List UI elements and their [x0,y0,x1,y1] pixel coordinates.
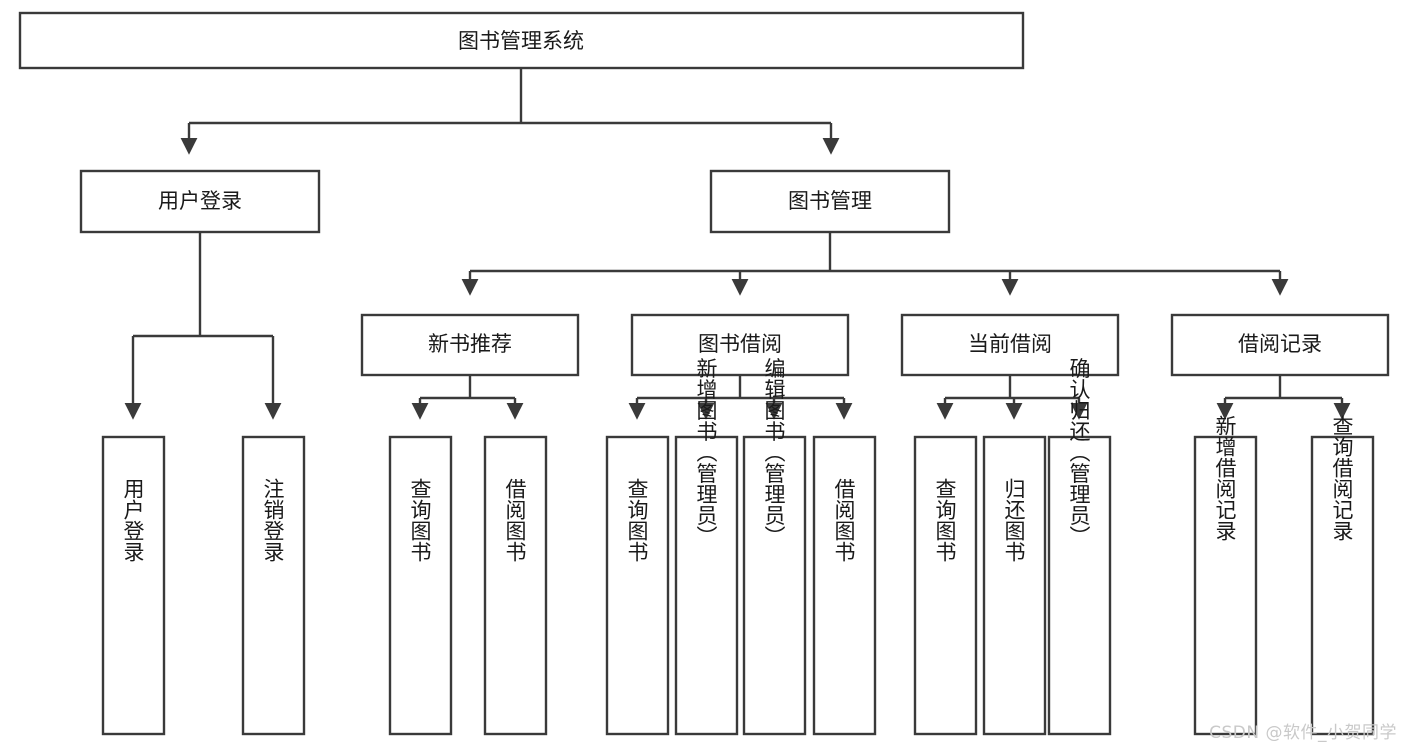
connector-book-manage-to-level3 [461,232,1289,296]
node-root[interactable]: 图书管理系统 [18,11,1025,70]
leaf-add-record-label: 新增借阅记录 [1213,415,1237,541]
node-book-manage[interactable]: 图书管理 [709,169,951,234]
node-borrow-record[interactable]: 借阅记录 [1170,313,1390,377]
leaf-query-book-2-label: 查询图书 [625,478,649,562]
leaf-query-record[interactable]: 查询借阅记录 [1310,415,1375,736]
node-borrow-record-label: 借阅记录 [1238,332,1322,356]
node-user-login-label: 用户登录 [158,189,242,213]
leaf-return-book[interactable]: 归还图书 [982,435,1047,736]
leaf-borrow-book-2[interactable]: 借阅图书 [812,435,877,736]
leaf-borrow-book-1-label: 借阅图书 [503,478,527,562]
node-new-book-recommend[interactable]: 新书推荐 [360,313,580,377]
leaf-query-book-2[interactable]: 查询图书 [605,435,670,736]
leaf-edit-book[interactable]: 编辑图书（管理员） [742,358,807,736]
leaf-user-login[interactable]: 用户登录 [101,435,166,736]
leaf-query-record-label: 查询借阅记录 [1330,415,1354,541]
connector-new-book-recommend-to-leaves [411,375,524,420]
leaf-query-book-3[interactable]: 查询图书 [913,435,978,736]
connector-borrow-record-to-leaves [1216,375,1351,420]
leaf-edit-book-label: 编辑图书（管理员） [762,358,786,547]
leaf-user-login-label: 用户登录 [121,478,145,562]
connector-current-borrow-to-leaves [936,375,1088,420]
connector-user-login-to-leaves [124,232,282,420]
csdn-watermark: CSDN @软件_小贺同学 [1209,723,1397,743]
node-user-login[interactable]: 用户登录 [79,169,321,234]
node-new-book-recommend-label: 新书推荐 [428,332,512,356]
leaf-add-record[interactable]: 新增借阅记录 [1193,415,1258,736]
leaf-query-book-1[interactable]: 查询图书 [388,435,453,736]
leaf-logout-login[interactable]: 注销登录 [241,435,306,736]
leaf-add-book[interactable]: 新增图书（管理员） [674,358,739,736]
leaf-query-book-1-label: 查询图书 [408,478,432,562]
node-book-borrow[interactable]: 图书借阅 [630,313,850,377]
leaf-return-book-label: 归还图书 [1002,478,1026,562]
node-current-borrow[interactable]: 当前借阅 [900,313,1120,377]
node-book-borrow-label: 图书借阅 [698,332,782,356]
leaf-query-book-3-label: 查询图书 [933,478,957,562]
node-current-borrow-label: 当前借阅 [968,332,1052,356]
node-book-manage-label: 图书管理 [788,189,872,213]
leaf-add-book-label: 新增图书（管理员） [694,358,718,547]
leaf-confirm-return[interactable]: 确认归还（管理员） [1047,358,1112,736]
leaf-borrow-book-1[interactable]: 借阅图书 [483,435,548,736]
leaf-confirm-return-label: 确认归还（管理员） [1067,358,1091,547]
node-root-label: 图书管理系统 [458,29,584,53]
leaf-logout-login-label: 注销登录 [261,478,285,562]
connector-book-borrow-to-leaves [628,375,853,420]
leaf-borrow-book-2-label: 借阅图书 [832,478,856,562]
connector-root-to-level2 [180,68,840,155]
